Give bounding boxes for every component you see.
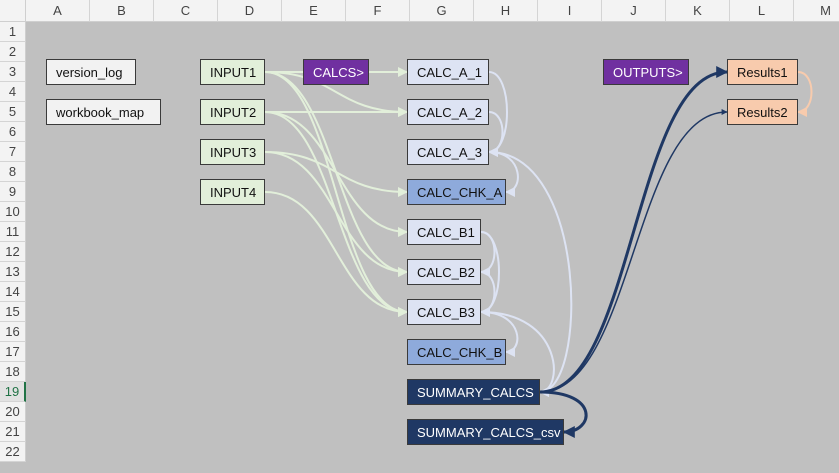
- link-input3-to-calc_chk_a: [264, 151, 408, 197]
- link-input1-to-calc_a_2: [264, 71, 408, 117]
- row-header-18[interactable]: 18: [0, 362, 26, 382]
- node-summary-calcs-csv[interactable]: SUMMARY_CALCS_csv: [407, 419, 564, 445]
- column-header-m[interactable]: M: [794, 0, 839, 22]
- node-results2[interactable]: Results2: [727, 99, 798, 125]
- row-header-22[interactable]: 22: [0, 442, 26, 462]
- column-header-h[interactable]: H: [474, 0, 538, 22]
- node-calc-b3[interactable]: CALC_B3: [407, 299, 481, 325]
- column-header-a[interactable]: A: [26, 0, 90, 22]
- row-header-12[interactable]: 12: [0, 242, 26, 262]
- link-calc_b2-to-calc_b3: [480, 271, 496, 317]
- node-calc-chk-a[interactable]: CALC_CHK_A: [407, 179, 506, 205]
- node-calcs[interactable]: CALCS>: [303, 59, 369, 85]
- node-calc-b1[interactable]: CALC_B1: [407, 219, 481, 245]
- link-input4-to-calc_b3: [264, 191, 408, 317]
- column-header-b[interactable]: B: [90, 0, 154, 22]
- link-input3-to-calc_b2: [264, 151, 408, 277]
- node-workbook-map[interactable]: workbook_map: [46, 99, 161, 125]
- select-all-corner[interactable]: [0, 0, 26, 22]
- column-header-j[interactable]: J: [602, 0, 666, 22]
- column-header-i[interactable]: I: [538, 0, 602, 22]
- column-header-c[interactable]: C: [154, 0, 218, 22]
- column-header-l[interactable]: L: [730, 0, 794, 22]
- column-header-g[interactable]: G: [410, 0, 474, 22]
- row-header-15[interactable]: 15: [0, 302, 26, 322]
- row-header-17[interactable]: 17: [0, 342, 26, 362]
- link-results1-to-results2: [797, 71, 813, 117]
- row-header-19[interactable]: 19: [0, 382, 26, 402]
- row-header-14[interactable]: 14: [0, 282, 26, 302]
- node-calc-a-2[interactable]: CALC_A_2: [407, 99, 489, 125]
- node-input1[interactable]: INPUT1: [200, 59, 265, 85]
- link-summary_calcs-to-results1: [539, 66, 729, 394]
- row-header-20[interactable]: 20: [0, 402, 26, 422]
- node-outputs[interactable]: OUTPUTS>: [603, 59, 689, 85]
- node-summary-calcs[interactable]: SUMMARY_CALCS: [407, 379, 540, 405]
- row-header-7[interactable]: 7: [0, 142, 26, 162]
- link-calc_b1-to-calc_b2: [480, 231, 496, 277]
- row-header-1[interactable]: 1: [0, 22, 26, 42]
- column-header-f[interactable]: F: [346, 0, 410, 22]
- row-header-13[interactable]: 13: [0, 262, 26, 282]
- row-header-3[interactable]: 3: [0, 62, 26, 82]
- row-header-16[interactable]: 16: [0, 322, 26, 342]
- row-header-8[interactable]: 8: [0, 162, 26, 182]
- link-calc_a_2-to-calc_a_3: [488, 111, 504, 157]
- node-calc-chk-b[interactable]: CALC_CHK_B: [407, 339, 506, 365]
- link-calc_a_3-to-summary_calcs: [488, 151, 573, 397]
- row-header-11[interactable]: 11: [0, 222, 26, 242]
- row-header-6[interactable]: 6: [0, 122, 26, 142]
- node-input4[interactable]: INPUT4: [200, 179, 265, 205]
- column-header-k[interactable]: K: [666, 0, 730, 22]
- row-header-21[interactable]: 21: [0, 422, 26, 442]
- row-header-9[interactable]: 9: [0, 182, 26, 202]
- row-header-2[interactable]: 2: [0, 42, 26, 62]
- row-header-10[interactable]: 10: [0, 202, 26, 222]
- node-input2[interactable]: INPUT2: [200, 99, 265, 125]
- row-header-4[interactable]: 4: [0, 82, 26, 102]
- node-calc-b2[interactable]: CALC_B2: [407, 259, 481, 285]
- node-results1[interactable]: Results1: [727, 59, 798, 85]
- node-calc-a-1[interactable]: CALC_A_1: [407, 59, 489, 85]
- link-summary_calcs-to-summary_calcs_csv: [539, 390, 588, 438]
- node-input3[interactable]: INPUT3: [200, 139, 265, 165]
- link-input1-to-calc_b3: [264, 71, 408, 317]
- column-header-d[interactable]: D: [218, 0, 282, 22]
- row-header-5[interactable]: 5: [0, 102, 26, 122]
- column-header-e[interactable]: E: [282, 0, 346, 22]
- node-version-log[interactable]: version_log: [46, 59, 136, 85]
- link-summary_calcs-to-results2: [539, 109, 728, 393]
- node-calc-a-3[interactable]: CALC_A_3: [407, 139, 489, 165]
- link-calc_b3-to-summary_calcs: [480, 311, 555, 397]
